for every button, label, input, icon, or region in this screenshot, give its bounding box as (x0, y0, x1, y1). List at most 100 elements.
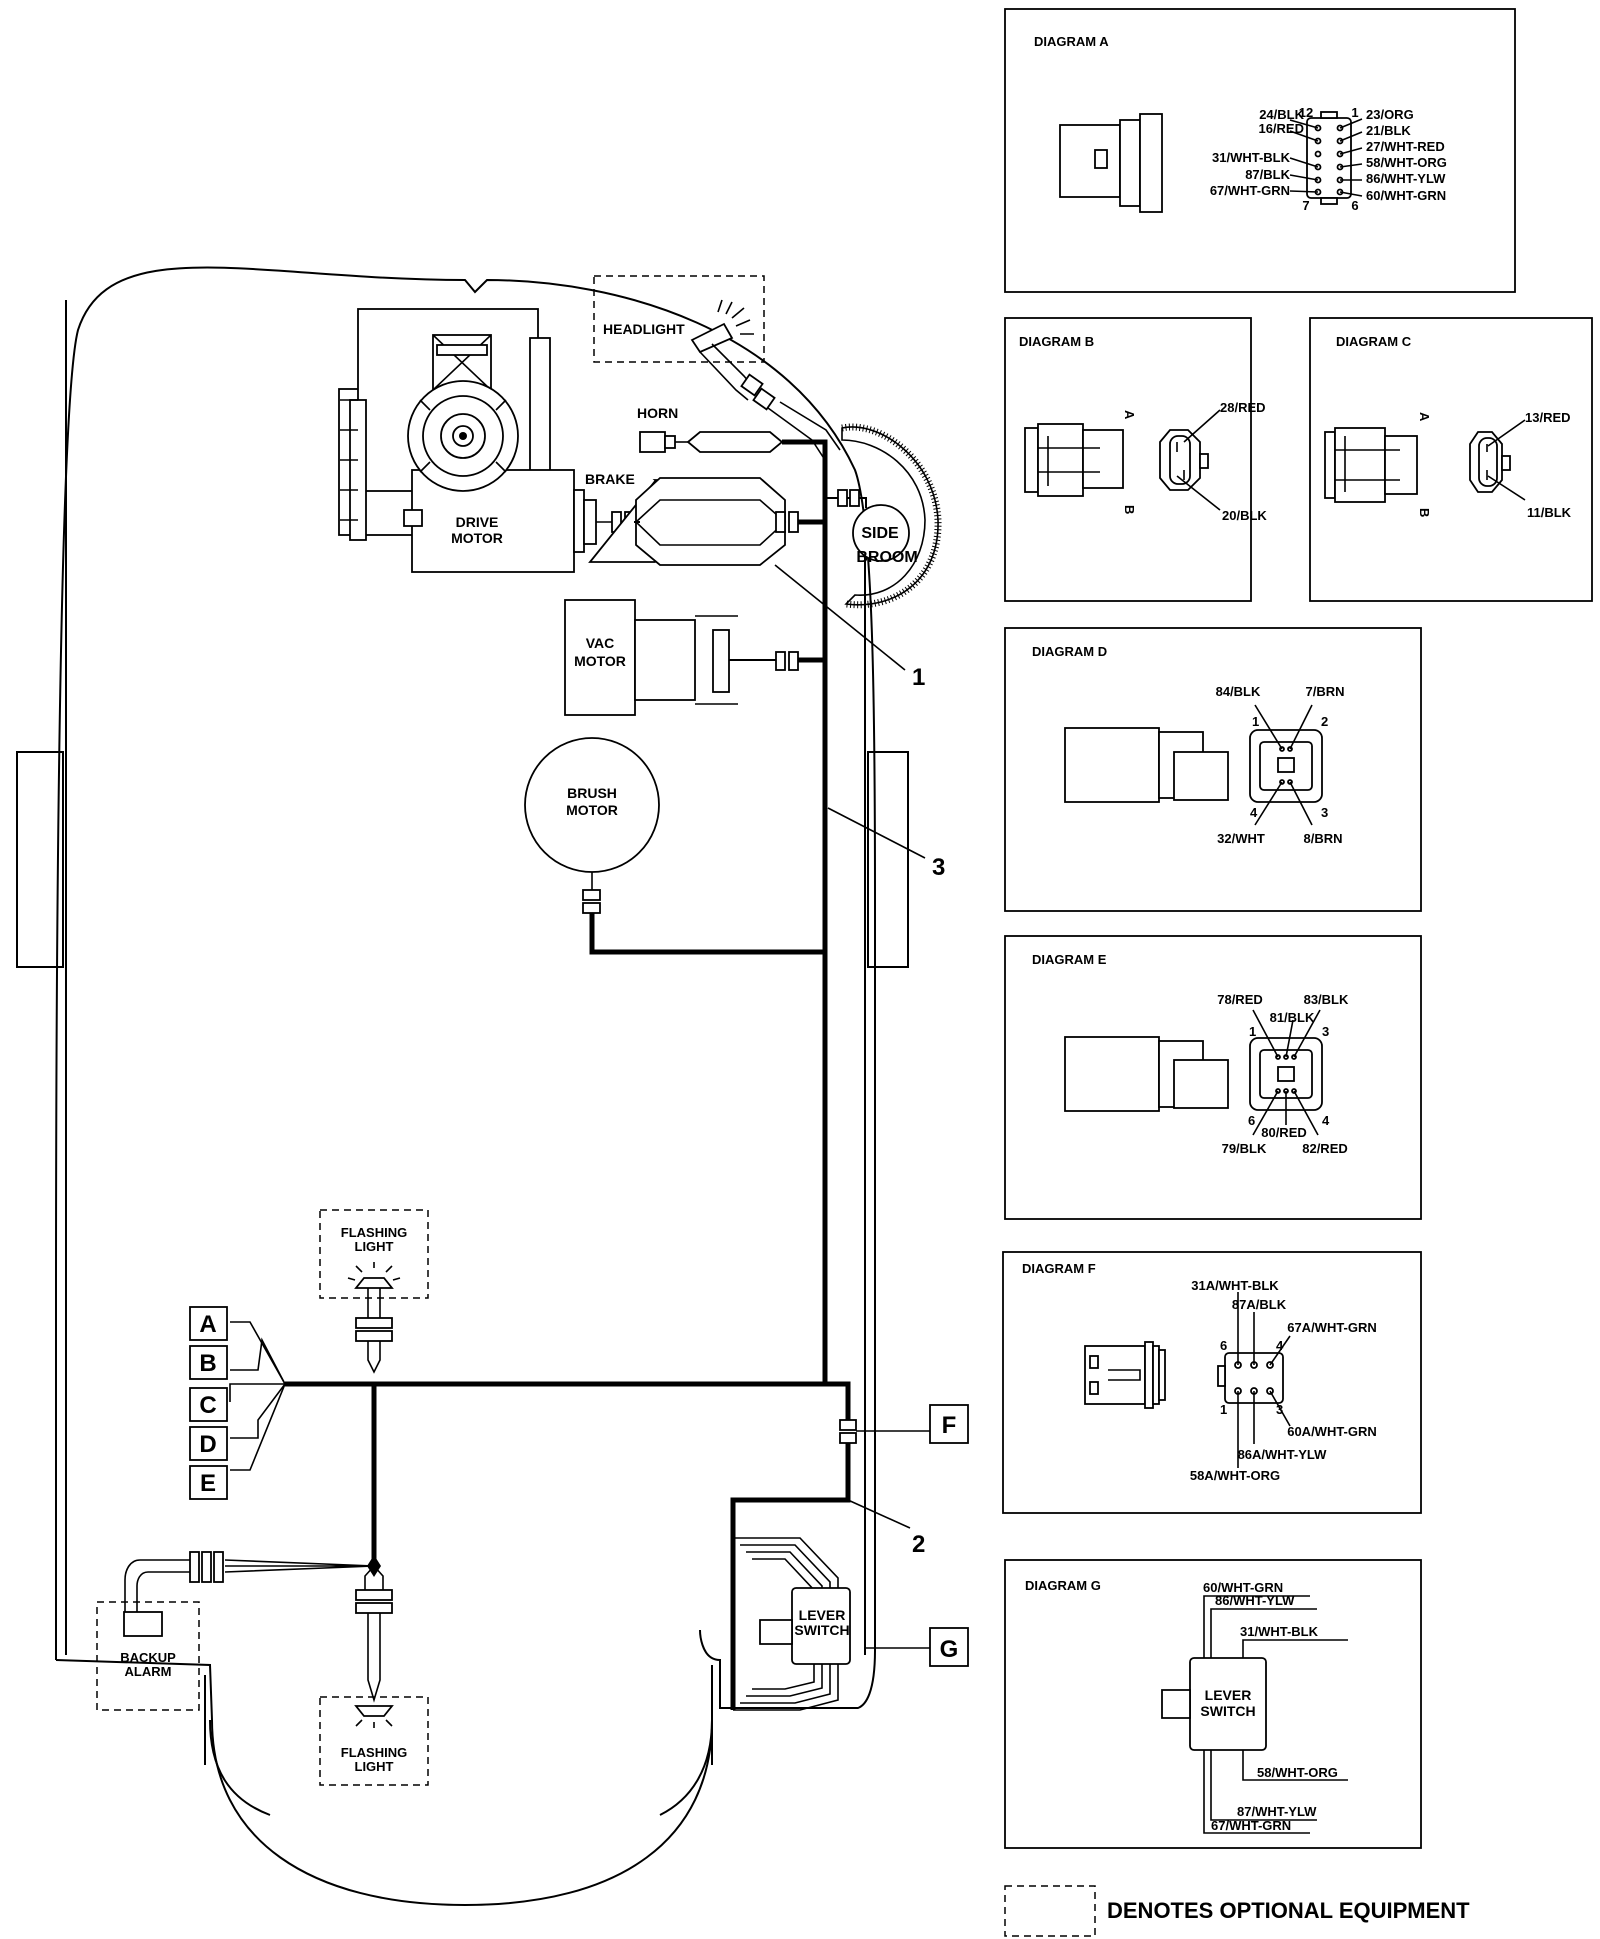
brush-motor-label: BRUSH (567, 785, 617, 801)
side-broom-label-2: BROOM (856, 549, 917, 566)
harness-f-connector (839, 1419, 857, 1431)
diagram-e-label-6: 82/RED (1302, 1141, 1348, 1156)
flashing-light-top-icon (347, 1262, 401, 1374)
connector-label-c: C (199, 1392, 216, 1419)
diagram-a-left-label-5: 67/WHT-GRN (1210, 183, 1290, 198)
diagram-e-pin-6: 6 (1248, 1113, 1255, 1128)
motor-controller (588, 477, 799, 566)
diagram-d-pin-3: 3 (1321, 805, 1328, 820)
diagram-f-pin-4: 4 (1276, 1338, 1284, 1353)
connector-label-a: A (199, 1311, 216, 1338)
callout-line-1 (774, 564, 906, 671)
legend-dashed-box (1004, 1885, 1096, 1937)
callout-line-3 (827, 807, 926, 859)
diagram-f-label-5: 86A/WHT-YLW (1238, 1447, 1328, 1462)
diagram-d-label-4: 8/BRN (1303, 831, 1342, 846)
diagram-a-right-label-4: 58/WHT-ORG (1366, 155, 1447, 170)
diagram-f-title: DIAGRAM F (1022, 1261, 1096, 1276)
diagram-a-right-label-6: 60/WHT-GRN (1366, 188, 1446, 203)
backup-alarm-label: BACKUP (120, 1650, 176, 1665)
lever-switch-label: LEVER (799, 1607, 846, 1623)
drive-motor-assembly (338, 308, 635, 573)
box-g-label: G (940, 1636, 959, 1663)
callout-line-2 (847, 1499, 911, 1529)
diagram-a-pin-12: 12 (1299, 105, 1313, 120)
backup-alarm-wiring (123, 1551, 375, 1637)
diagram-d-pin-4: 4 (1250, 805, 1258, 820)
diagram-f-pin-6: 6 (1220, 1338, 1227, 1353)
diagram-f-panel (1002, 1251, 1422, 1514)
diagram-g-label-4: 58/WHT-ORG (1257, 1765, 1338, 1780)
horn-component (639, 431, 784, 453)
diagram-e-label-5: 79/BLK (1222, 1141, 1267, 1156)
vac-motor-label: VAC (586, 635, 615, 651)
diagram-g-switch-label-2: SWITCH (1200, 1703, 1255, 1719)
diagram-g-title: DIAGRAM G (1025, 1578, 1101, 1593)
flashing-light-bottom-optional-box (319, 1696, 429, 1786)
diagram-e-pin-3: 3 (1322, 1024, 1329, 1039)
brake-label: BRAKE (585, 471, 635, 487)
flashing-light-top-label-2: LIGHT (355, 1239, 394, 1254)
diagram-f-pin-3: 3 (1276, 1402, 1283, 1417)
diagram-a-title: DIAGRAM A (1034, 34, 1109, 49)
side-broom-label: SIDE (861, 525, 899, 542)
diagram-b-connector (1024, 409, 1221, 511)
diagram-c-label-1: 13/RED (1525, 410, 1571, 425)
diagram-f-label-4: 60A/WHT-GRN (1287, 1424, 1377, 1439)
brush-motor-label-2: MOTOR (566, 802, 618, 818)
backup-alarm-label-2: ALARM (125, 1664, 172, 1679)
diagram-c-connector (1324, 419, 1526, 503)
box-f-label: F (942, 1412, 957, 1439)
diagram-e-connector (1064, 1009, 1323, 1136)
flashing-light-top-optional-box (319, 1209, 429, 1299)
headlight-label: HEADLIGHT (603, 321, 685, 337)
side-broom-component (825, 423, 942, 609)
diagram-e-pin-4: 4 (1322, 1113, 1330, 1128)
diagram-g-switch-label: LEVER (1205, 1687, 1252, 1703)
flashing-light-bottom-label-2: LIGHT (355, 1759, 394, 1774)
main-harness (285, 439, 851, 1710)
diagram-c-side-b: B (1417, 508, 1432, 517)
diagram-g-label-5: 87/WHT-YLW (1237, 1804, 1317, 1819)
diagram-f-pin-1: 1 (1220, 1402, 1227, 1417)
diagram-f-label-3: 67A/WHT-GRN (1287, 1320, 1377, 1335)
diagram-a-pins (1289, 118, 1363, 197)
connector-label-boxes (189, 1306, 228, 1500)
diagram-a-left-label-1: 24/BLK (1259, 107, 1304, 122)
diagram-g-label-3: 31/WHT-BLK (1240, 1624, 1319, 1639)
diagram-b-label-2: 20/BLK (1222, 508, 1267, 523)
diagram-a-left-label-4: 87/BLK (1245, 167, 1290, 182)
diagram-d-pin-1: 1 (1252, 714, 1259, 729)
callout-1: 1 (912, 664, 925, 691)
flashing-light-bottom-icon (354, 1565, 394, 1728)
diagram-e-title: DIAGRAM E (1032, 952, 1107, 967)
diagram-d-label-2: 7/BRN (1305, 684, 1344, 699)
diagram-f-label-1: 31A/WHT-BLK (1191, 1278, 1279, 1293)
diagram-e-pin-1: 1 (1249, 1024, 1256, 1039)
drive-motor-label: DRIVE (456, 514, 499, 530)
diagram-b-side-b: B (1122, 505, 1137, 514)
diagram-e-label-4: 80/RED (1261, 1125, 1307, 1140)
callout-3: 3 (932, 854, 945, 881)
diagram-a-right-label-5: 86/WHT-YLW (1366, 171, 1446, 186)
diagram-c-label-2: 11/BLK (1527, 505, 1572, 520)
connector-label-d: D (199, 1431, 216, 1458)
diagram-g-label-1: 60/WHT-GRN (1203, 1580, 1283, 1595)
diagram-e-label-2: 83/BLK (1304, 992, 1349, 1007)
diagram-b-side-a: A (1122, 410, 1137, 420)
diagram-e-label-3: 81/BLK (1270, 1010, 1315, 1025)
diagram-a-pin-1: 1 (1351, 105, 1358, 120)
diagram-f-label-2: 87A/BLK (1232, 1297, 1287, 1312)
connector-label-e: E (200, 1470, 216, 1497)
diagram-b-title: DIAGRAM B (1019, 334, 1094, 349)
box-f (929, 1404, 969, 1444)
diagram-d-label-1: 84/BLK (1216, 684, 1261, 699)
diagram-a-pin-6: 6 (1351, 198, 1358, 213)
diagram-f-connector (1084, 1292, 1291, 1468)
diagram-a-right-label-1: 23/ORG (1366, 107, 1414, 122)
headlight-icon (690, 299, 841, 461)
vac-motor-component (564, 599, 799, 716)
diagram-a-pin-7: 7 (1302, 198, 1309, 213)
diagram-g-switch (1161, 1595, 1348, 1834)
